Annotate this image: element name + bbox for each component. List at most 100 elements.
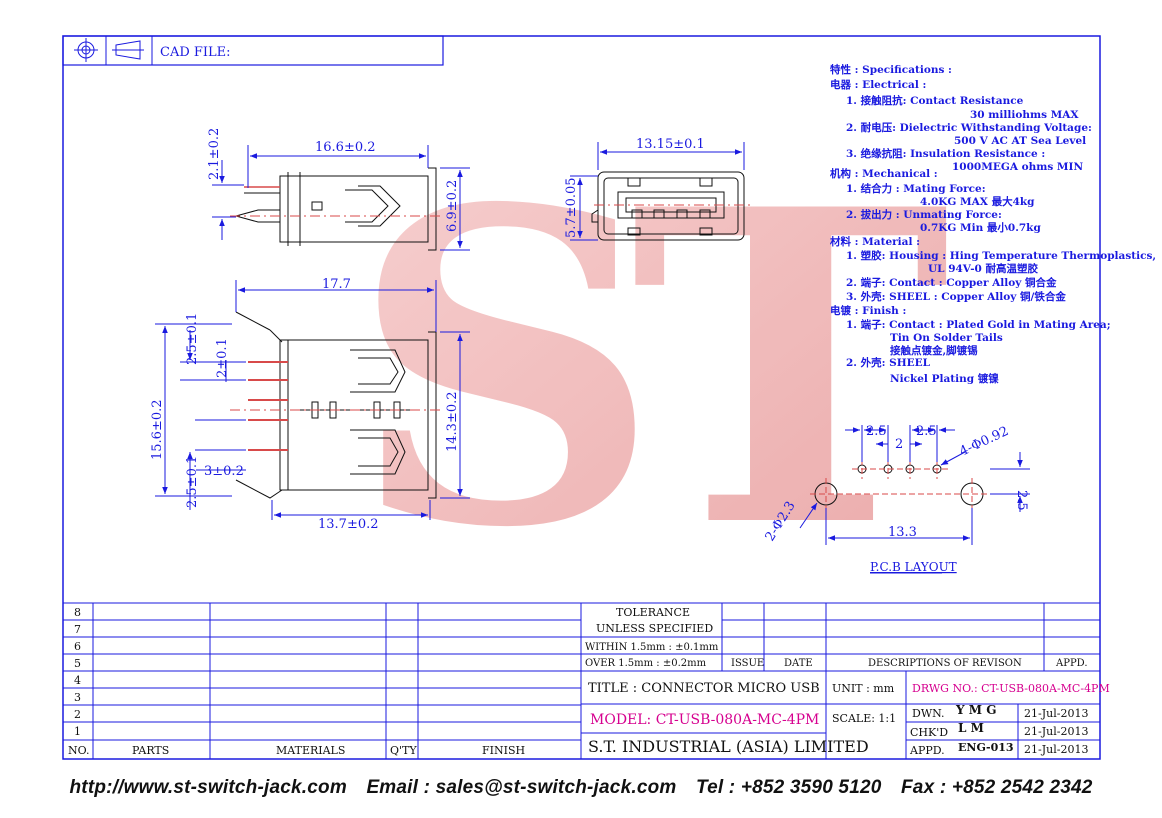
spec-line: 1. 结合力 : Mating Force: xyxy=(846,182,986,195)
bom-header-parts: PARTS xyxy=(132,744,169,757)
unless-specified-label: UNLESS SPECIFIED xyxy=(596,622,713,635)
chk-label: CHK'D xyxy=(910,726,948,739)
issue-header: ISSUE xyxy=(731,658,764,669)
dim-top-post: 3±0.2 xyxy=(204,464,244,479)
spec-line: 2. 端子: Contact : Copper Alloy 铜合金 xyxy=(846,276,1057,289)
spec-line: 2. 外壳: SHEEL xyxy=(846,356,931,369)
bom-row-number: 8 xyxy=(74,606,81,619)
spec-line: 电器 : Electrical : xyxy=(830,78,926,91)
dim-top-overall: 17.7 xyxy=(322,277,351,292)
tolerance-over: OVER 1.5mm : ±0.2mm xyxy=(585,658,707,669)
pcb-post-span: 13.3 xyxy=(888,525,917,540)
spec-line: 3. 外壳: SHEEL : Copper Alloy 铜/铁合金 xyxy=(846,290,1066,303)
spec-line: 0.7KG Min 最小0.7kg xyxy=(920,221,1041,234)
spec-line: 2. 拔出力 : Unmating Force: xyxy=(846,208,1002,221)
bom-header-qty: Q'TY xyxy=(390,744,417,757)
spec-line: Nickel Plating 镀镍 xyxy=(890,372,999,385)
dim-top-pitch-outer: 2.5±0.1 xyxy=(185,313,200,365)
bom-header-no: NO. xyxy=(68,744,90,757)
bom-row-number: 3 xyxy=(74,691,81,704)
spec-line: 4.0KG MAX 最大4kg xyxy=(920,195,1035,208)
spec-line: 1. 接触阻抗: Contact Resistance xyxy=(846,94,1024,107)
spec-line: 1. 塑胶: Housing : Hing Temperature Thermo… xyxy=(846,249,1156,262)
cad-file-label: CAD FILE: xyxy=(160,45,231,60)
title-block-text: TOLERANCE UNLESS SPECIFIED WITHIN 1.5mm … xyxy=(585,606,1110,757)
spec-line: 机构 : Mechanical : xyxy=(830,167,938,180)
bom-row-number: 6 xyxy=(74,640,81,653)
dwn-value: Y M G xyxy=(955,703,996,717)
bom-row-number: 4 xyxy=(74,674,81,687)
bom-header-materials: MATERIALS xyxy=(276,744,345,757)
spec-line: 30 milliohms MAX xyxy=(970,109,1079,121)
chk-value: L M xyxy=(958,721,984,735)
drawing-number: DRWG NO.: CT-USB-080A-MC-4PM xyxy=(912,682,1110,695)
bom-row-numbers: 8 7 6 5 4 3 2 1 xyxy=(74,606,81,738)
appd-header: APPD. xyxy=(1055,658,1088,669)
descriptions-header: DESCRIPTIONS OF REVISON xyxy=(868,658,1022,669)
appd-date: 21-Jul-2013 xyxy=(1024,743,1088,756)
pcb-caption: P.C.B LAYOUT xyxy=(870,560,957,574)
top-view-dims xyxy=(155,280,470,520)
spec-line: 1000MEGA ohms MIN xyxy=(952,161,1083,173)
dim-front-height: 5.7±0.05 xyxy=(564,177,579,238)
bom-table xyxy=(62,602,582,760)
dwn-date: 21-Jul-2013 xyxy=(1024,707,1088,720)
telephone-contact: Tel : +852 3590 5120 xyxy=(695,777,882,798)
front-view-dims xyxy=(570,142,745,241)
front-view xyxy=(591,171,750,241)
spec-line: 接触点镀金,脚镀锡 xyxy=(890,344,978,357)
dim-side-top: 2.1±0.2 xyxy=(207,128,222,180)
bom-header-finish: FINISH xyxy=(482,744,525,757)
bom-headers: NO. PARTS MATERIALS Q'TY FINISH xyxy=(68,744,525,757)
tolerance-within: WITHIN 1.5mm : ±0.1mm xyxy=(585,642,719,653)
specifications-block: 特性 : Specifications : 电器 : Electrical : … xyxy=(829,63,1156,385)
bom-row-number: 7 xyxy=(74,623,81,636)
dim-front-width: 13.15±0.1 xyxy=(636,137,705,152)
cad-file-header: CAD FILE: xyxy=(62,35,444,66)
drawing-title: TITLE : CONNECTOR MICRO USB xyxy=(588,681,820,696)
website-link[interactable]: http://www.st-switch-jack.com xyxy=(69,777,347,798)
model-number: MODEL: CT-USB-080A-MC-4PM xyxy=(590,712,819,728)
dim-top-pitch-bottom: 2.5±0.1 xyxy=(185,456,200,508)
dim-side-height: 6.9±0.2 xyxy=(445,180,460,232)
spec-line: 电镀 : Finish : xyxy=(830,304,906,317)
top-view xyxy=(230,311,440,499)
scale-label: SCALE: 1:1 xyxy=(832,712,896,725)
dim-side-width: 16.6±0.2 xyxy=(315,140,376,155)
dim-top-body-width: 13.7±0.2 xyxy=(318,517,379,532)
email-contact[interactable]: Email : sales@st-switch-jack.com xyxy=(366,777,677,798)
spec-line: 3. 绝缘抗阻: Insulation Resistance : xyxy=(846,147,1045,160)
spec-line: 材料 : Material : xyxy=(829,235,920,248)
pcb-row-offset: 2.5 xyxy=(1014,490,1029,511)
chk-date: 21-Jul-2013 xyxy=(1024,725,1088,738)
pcb-pitch-left: 2.5 xyxy=(866,424,887,439)
projection-circle-icon xyxy=(74,38,98,62)
appd-value: ENG-013 xyxy=(958,741,1014,754)
pcb-pin-hole: 4-Φ0.92 xyxy=(957,424,1011,460)
spec-line: 2. 耐电压: Dielectric Withstanding Voltage: xyxy=(846,121,1092,134)
bom-row-number: 5 xyxy=(74,657,81,670)
title-block-grid xyxy=(580,602,1101,760)
bom-row-number: 1 xyxy=(74,725,81,738)
tolerance-label: TOLERANCE xyxy=(616,606,690,619)
dim-top-shell-height: 14.3±0.2 xyxy=(445,391,460,452)
pcb-pitch-mid: 2 xyxy=(895,437,903,452)
side-view xyxy=(230,167,440,251)
unit-label: UNIT : mm xyxy=(832,682,895,695)
spec-line: 1. 端子: Contact : Plated Gold in Mating A… xyxy=(846,318,1111,331)
date-header: DATE xyxy=(784,658,813,669)
fax-contact: Fax : +852 2542 2342 xyxy=(901,777,1093,798)
projection-cone-icon xyxy=(112,40,144,60)
pcb-pitch-right: 2.5 xyxy=(916,424,937,439)
company-name: S.T. INDUSTRIAL (ASIA) LIMITED xyxy=(588,737,869,756)
spec-line: 500 V AC AT Sea Level xyxy=(954,135,1086,147)
spec-line: Tin On Solder Tails xyxy=(890,332,1003,344)
dim-top-pitch-inner: 2±0.1 xyxy=(215,338,230,378)
spec-line: UL 94V-0 耐高温塑胶 xyxy=(928,262,1039,275)
dim-top-total-height: 15.6±0.2 xyxy=(150,399,165,460)
spec-line: 特性 : Specifications : xyxy=(830,63,952,76)
bom-row-number: 2 xyxy=(74,708,81,721)
contact-footer: http://www.st-switch-jack.com Email : sa… xyxy=(0,777,1162,799)
appd-label: APPD. xyxy=(909,744,945,757)
